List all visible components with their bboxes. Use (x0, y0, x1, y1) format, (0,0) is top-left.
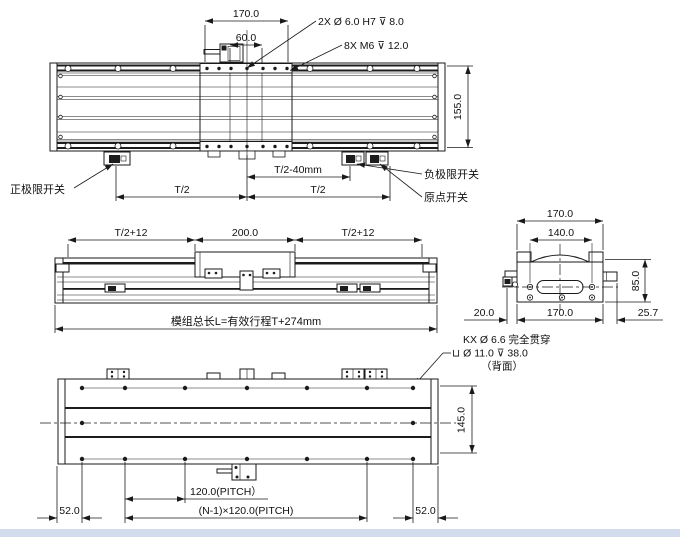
note-mount-line1: KX Ø 6.6 完全贯穿 (463, 333, 551, 346)
dim-t2plus12-left: T/2+12 (115, 227, 148, 239)
end-view-dimensions: 170.0 140.0 85.0 170.0 20.0 25.7 (464, 208, 663, 324)
front-view-switches (104, 283, 381, 293)
bottom-view-dimensions: 145.0 52.0 120.0(PITCH） (N-1)×120.0(PITC… (37, 385, 477, 523)
dim-t2-minus40: T/2-40mm (274, 164, 322, 176)
positive-limit-switch (103, 151, 131, 166)
note-mount-line3: （背面） (481, 360, 523, 373)
mounting-hole-note: KX Ø 6.6 完全贯穿 ⊔ Ø 11.0 ⊽ 38.0 （背面） (413, 333, 551, 386)
carriage-front-view (194, 251, 296, 291)
dim-170-end-top: 170.0 (547, 208, 573, 220)
label-origin-switch: 原点开关 (424, 190, 468, 204)
carriage-tab-right (272, 150, 286, 158)
label-positive-limit-switch: 正极限开关 (10, 182, 65, 196)
dim-n1-pitch: (N-1)×120.0(PITCH) (199, 505, 294, 517)
dim-52-right: 52.0 (415, 505, 436, 517)
carriage-tab-left (207, 150, 221, 158)
right-end-clamp (422, 263, 437, 273)
origin-switch (365, 151, 389, 166)
dim-145: 145.0 (456, 407, 468, 433)
dim-140: 140.0 (548, 227, 574, 239)
dim-170-top: 170.0 (233, 8, 259, 20)
dim-85: 85.0 (630, 271, 642, 292)
label-negative-limit-switch: 负极限开关 (424, 167, 479, 181)
dim-155: 155.0 (452, 94, 464, 120)
front-view-dimensions: T/2+12 200.0 T/2+12 模组总长L=有效行程T+274mm (54, 227, 438, 333)
right-connector (602, 271, 618, 282)
dim-t2-left: T/2 (174, 184, 189, 196)
dim-total-length: 模组总长L=有效行程T+274mm (171, 314, 321, 328)
bottom-view: 145.0 52.0 120.0(PITCH） (N-1)×120.0(PITC… (37, 368, 477, 523)
top-view: 170.0 60.0 2X Ø 6.0 H7 ⊽ 8.0 8X M6 ⊽ 12.… (10, 8, 479, 204)
dim-20: 20.0 (474, 307, 495, 319)
dim-200: 200.0 (232, 227, 258, 239)
bottom-mount-holes (79, 385, 416, 462)
carriage-sensor-bracket (203, 43, 244, 63)
note-thread-holes: 8X M6 ⊽ 12.0 (344, 40, 408, 52)
note-mount-line2: ⊔ Ø 11.0 ⊽ 38.0 (452, 348, 528, 360)
dim-170-end-bottom: 170.0 (547, 307, 573, 319)
module-body-top (49, 62, 446, 152)
left-end-clamp (55, 263, 70, 273)
dim-120-pitch: 120.0(PITCH） (190, 486, 262, 498)
bottom-motor-sensor (216, 463, 257, 481)
module-body-bottom (57, 378, 439, 465)
front-view: T/2+12 200.0 T/2+12 模组总长L=有效行程T+274mm (54, 227, 438, 333)
dim-52-left: 52.0 (59, 505, 80, 517)
end-view: 170.0 140.0 85.0 170.0 20.0 25.7 (464, 208, 663, 324)
dim-60: 60.0 (236, 32, 257, 44)
body-lines (57, 73, 438, 140)
dim-t2plus12-right: T/2+12 (342, 227, 375, 239)
note-pin-holes: 2X Ø 6.0 H7 ⊽ 8.0 (318, 16, 404, 28)
left-sensor-bracket (502, 270, 519, 288)
top-view-dimensions: 170.0 60.0 2X Ø 6.0 H7 ⊽ 8.0 8X M6 ⊽ 12.… (10, 8, 479, 204)
negative-limit-switch (341, 151, 365, 166)
bottom-edge-brackets (106, 368, 388, 380)
dim-25-7: 25.7 (638, 307, 659, 319)
dim-t2-right: T/2 (310, 184, 325, 196)
window-edge-bar (0, 529, 680, 537)
